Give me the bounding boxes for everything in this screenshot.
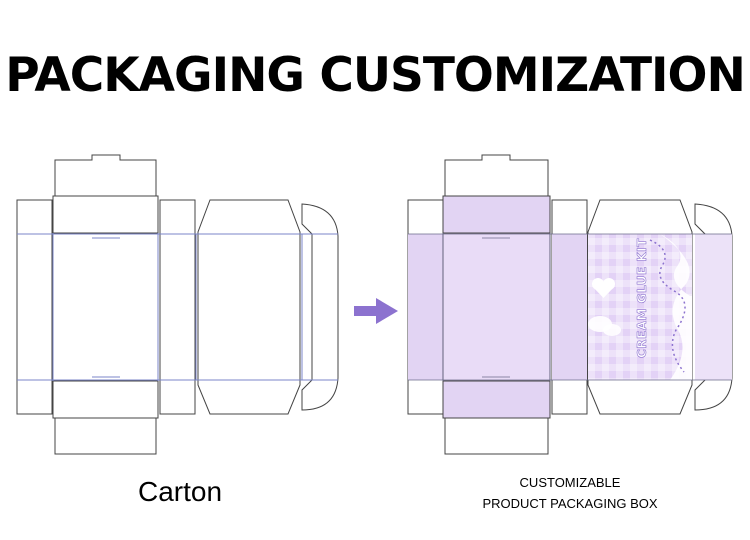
top-dust-flap bbox=[52, 195, 159, 234]
front-tab-print-band bbox=[695, 234, 732, 380]
heart-icon bbox=[592, 278, 615, 298]
right-side-print-band bbox=[552, 234, 587, 380]
printed-carton-dieline bbox=[407, 154, 733, 455]
custom-box-caption-line1: CUSTOMIZABLE bbox=[519, 475, 621, 490]
bottom-tuck-flap-printed bbox=[444, 417, 549, 455]
bottom-panel bbox=[52, 232, 159, 382]
left-side-panel bbox=[16, 199, 53, 415]
carton-caption: Carton bbox=[137, 476, 223, 507]
lid-artwork: CREAM GLUE KIT bbox=[588, 234, 692, 380]
page-title: PACKAGING CUSTOMIZATION bbox=[5, 48, 746, 103]
fold-lines-printed bbox=[408, 233, 732, 381]
left-side-print-band bbox=[408, 234, 443, 380]
custom-box-caption-line2: PRODUCT PACKAGING BOX bbox=[482, 496, 658, 511]
right-side-panel bbox=[159, 199, 196, 415]
blank-carton-dieline bbox=[16, 154, 339, 455]
bottom-dust-flap bbox=[52, 380, 159, 419]
custom-box-caption: CUSTOMIZABLE PRODUCT PACKAGING BOX bbox=[440, 472, 700, 514]
bottom-tuck-flap bbox=[54, 417, 157, 455]
bottom-panel-printed bbox=[442, 232, 551, 382]
lid-panel bbox=[197, 199, 301, 415]
front-tab bbox=[301, 203, 339, 411]
top-tuck-flap-printed bbox=[444, 154, 549, 197]
arrow-right-icon bbox=[354, 298, 398, 324]
top-tuck-flap bbox=[54, 154, 157, 197]
bottom-dust-flap-printed bbox=[442, 380, 551, 419]
fold-lines bbox=[17, 233, 338, 381]
product-print-text: CREAM GLUE KIT bbox=[635, 238, 649, 358]
top-dust-flap-printed bbox=[442, 195, 551, 234]
